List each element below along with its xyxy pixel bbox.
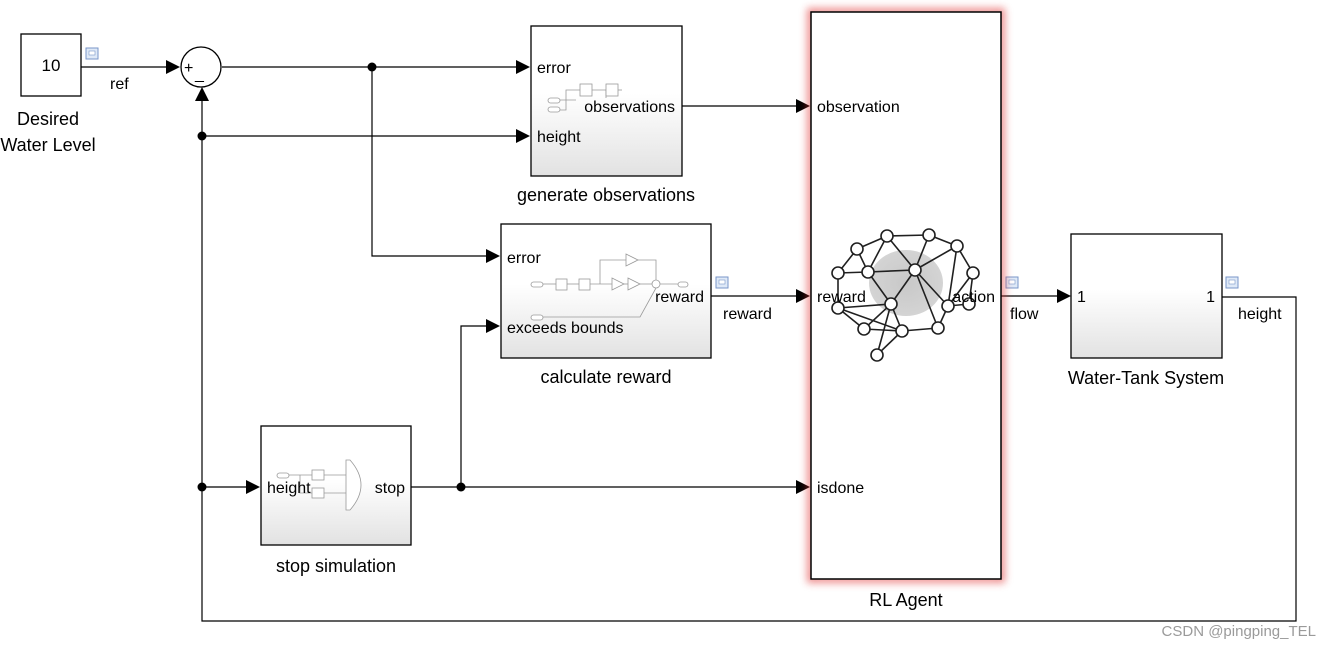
signal-label-reward: reward [723,306,772,323]
signal-label-flow: flow [1010,306,1039,323]
water-tank-caption: Water-Tank System [1068,368,1224,388]
port-height: height [537,129,581,146]
port-stop: stop [375,480,405,497]
port-exceeds-bounds: exceeds bounds [507,320,624,337]
sum-minus-sign: _ [194,66,205,83]
subsystem-preview-icon [276,459,362,511]
constant-value: 10 [42,56,61,75]
rl-agent-caption: RL Agent [869,590,942,610]
port-out-1: 1 [1206,289,1215,306]
stop-simulation-block[interactable]: height stop [260,425,412,546]
generate-observations-block[interactable]: error height observations [530,25,683,177]
neural-network-icon [831,228,980,362]
constant-caption-line1: Desired [17,109,79,129]
subsystem-preview-icon [530,253,689,321]
port-observation: observation [817,99,900,116]
calculate-reward-block[interactable]: error exceeds bounds reward [500,223,712,359]
subsystem-preview-icon [547,83,622,113]
port-reward: reward [817,289,866,306]
port-in-1: 1 [1077,289,1086,306]
port-reward: reward [655,289,704,306]
sum-block[interactable]: + _ [180,46,222,88]
port-error: error [537,60,571,77]
port-observations: observations [584,99,675,116]
calculate-reward-caption: calculate reward [540,367,671,387]
signal-lines [81,60,1297,622]
port-error: error [507,250,541,267]
port-isdone: isdone [817,480,864,497]
port-height: height [267,480,311,497]
generate-observations-caption: generate observations [517,185,695,205]
stop-simulation-caption: stop simulation [276,556,396,576]
port-action: action [952,289,995,306]
rl-agent-block[interactable]: observation reward isdone action [807,8,1005,583]
signal-label-height: height [1238,306,1282,323]
constant-caption-line2: Water Level [0,135,95,155]
logging-badges [85,47,1239,289]
sum-plus-sign: + [184,60,193,77]
signal-label-ref: ref [110,76,129,93]
constant-block[interactable]: 10 [20,33,82,97]
water-tank-system-block[interactable]: 1 1 [1070,233,1223,359]
watermark: CSDN @pingping_TEL [1162,623,1316,640]
